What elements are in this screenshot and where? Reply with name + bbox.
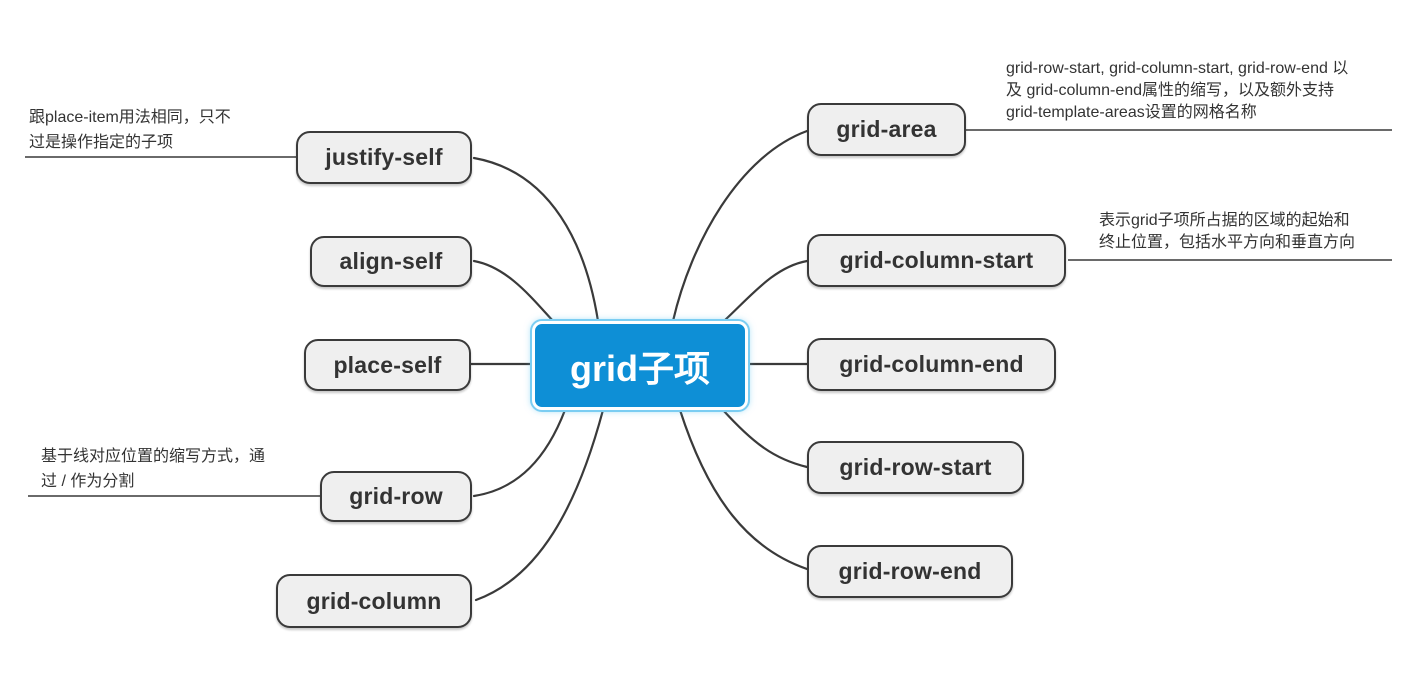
connector-grid-area — [671, 129, 809, 323]
annotation-text-line: 表示grid子项所占据的区域的起始和 — [1099, 212, 1350, 229]
node-grid-row-end[interactable]: grid-row-end — [807, 545, 1013, 598]
connector-grid-row-start — [721, 408, 809, 469]
annotation-text-line: 基于线对应位置的缩写方式，通 — [41, 448, 266, 465]
node-label: grid-row-start — [839, 454, 992, 480]
node-label: align-self — [339, 248, 443, 274]
annotation-text-line: 过 / 作为分割 — [41, 473, 135, 490]
node-justify-self[interactable]: justify-self — [296, 131, 472, 184]
node-label: grid-row-end — [838, 558, 982, 584]
annotation-text-line: grid-row-start, grid-column-start, grid-… — [1006, 60, 1349, 77]
annotation-text-line: grid-template-areas设置的网格名称 — [1006, 104, 1257, 121]
node-place-self[interactable]: place-self — [304, 339, 471, 391]
annotation-grid-row[interactable]: 基于线对应位置的缩写方式，通 过 / 作为分割 — [41, 444, 265, 494]
connector-justify-self — [472, 156, 600, 323]
connector-grid-row — [472, 408, 567, 498]
node-label: grid-column-end — [839, 351, 1024, 377]
connector-grid-column-start — [722, 259, 809, 323]
node-label: place-self — [333, 351, 442, 378]
node-label: grid-column-start — [839, 247, 1034, 273]
node-grid-row[interactable]: grid-row — [320, 471, 472, 522]
node-grid-row-start[interactable]: grid-row-start — [807, 441, 1024, 494]
connector-grid-column — [474, 408, 605, 602]
node-grid-column-start[interactable]: grid-column-start — [807, 234, 1066, 287]
node-label: grid-row — [349, 483, 443, 509]
node-label: justify-self — [325, 144, 443, 170]
node-grid-column[interactable]: grid-column — [276, 574, 472, 628]
annotation-text-line: 终止位置，包括水平方向和垂直方向 — [1099, 234, 1356, 251]
root-node-grid-child[interactable]: grid子项 — [532, 321, 748, 410]
annotation-text-line: 过是操作指定的子项 — [29, 134, 174, 151]
annotation-text-line: 及 grid-column-end属性的缩写，以及额外支持 — [1006, 82, 1335, 99]
node-align-self[interactable]: align-self — [310, 236, 472, 287]
annotation-grid-column-start[interactable]: 表示grid子项所占据的区域的起始和 终止位置，包括水平方向和垂直方向 — [1099, 210, 1355, 254]
annotation-justify-self[interactable]: 跟place-item用法相同，只不 过是操作指定的子项 — [29, 105, 231, 155]
node-grid-area[interactable]: grid-area — [807, 103, 966, 156]
annotation-text-line: 跟place-item用法相同，只不 — [29, 109, 231, 126]
connector-grid-row-end — [678, 408, 809, 571]
node-label: grid-column — [306, 587, 442, 614]
node-label: grid-area — [836, 116, 937, 142]
root-node-label: grid子项 — [570, 347, 710, 389]
node-grid-column-end[interactable]: grid-column-end — [807, 338, 1056, 391]
connector-align-self — [472, 259, 555, 323]
annotation-grid-area[interactable]: grid-row-start, grid-column-start, grid-… — [1006, 58, 1348, 124]
